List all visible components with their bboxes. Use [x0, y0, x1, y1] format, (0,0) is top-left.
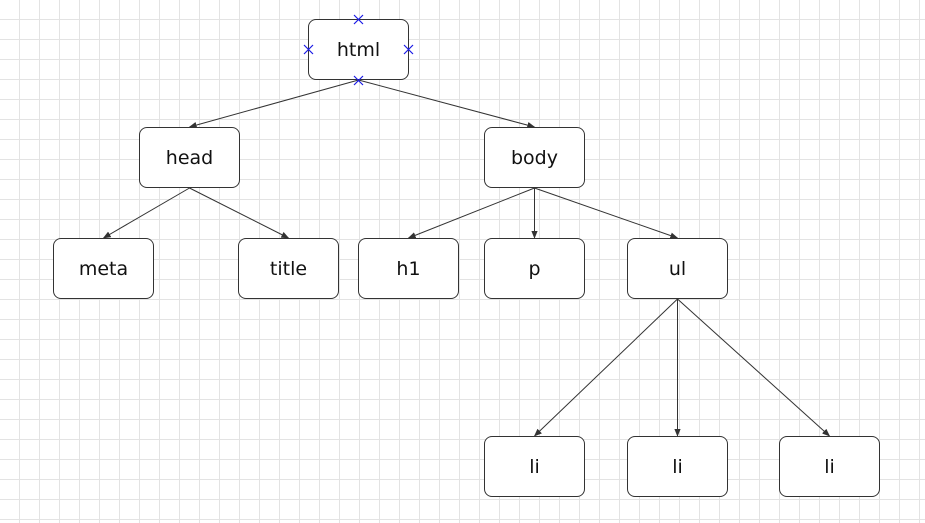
node-html[interactable]: html	[308, 19, 409, 80]
node-label: li	[672, 455, 683, 478]
node-label: body	[511, 146, 558, 169]
node-title[interactable]: title	[238, 238, 339, 299]
node-meta[interactable]: meta	[53, 238, 154, 299]
node-p[interactable]: p	[484, 238, 585, 299]
node-label: p	[528, 257, 541, 280]
node-label: h1	[396, 257, 421, 280]
node-head[interactable]: head	[139, 127, 240, 188]
connection-handle-left[interactable]	[303, 44, 314, 55]
connection-handle-bottom[interactable]	[353, 75, 364, 86]
node-label: li	[824, 455, 835, 478]
node-h1[interactable]: h1	[358, 238, 459, 299]
connection-handle-top[interactable]	[353, 14, 364, 25]
node-label: ul	[668, 257, 687, 280]
edge-ul-to-li3[interactable]	[677, 298, 831, 437]
edge-html-to-body[interactable]	[358, 79, 536, 129]
node-label: title	[269, 257, 308, 280]
edge-ul-to-li1[interactable]	[533, 298, 678, 437]
node-label: li	[529, 455, 540, 478]
edge-body-to-h1[interactable]	[407, 187, 535, 239]
edge-body-to-ul[interactable]	[534, 187, 679, 239]
node-body[interactable]: body	[484, 127, 585, 188]
node-li-3[interactable]: li	[779, 436, 880, 497]
edge-html-to-head[interactable]	[188, 79, 359, 129]
node-label: meta	[78, 257, 129, 280]
node-li-1[interactable]: li	[484, 436, 585, 497]
connection-handle-right[interactable]	[403, 44, 414, 55]
node-li-2[interactable]: li	[627, 436, 728, 497]
node-ul[interactable]: ul	[627, 238, 728, 299]
node-label: html	[336, 38, 381, 61]
node-label: head	[165, 146, 214, 169]
edge-head-to-title[interactable]	[189, 187, 290, 239]
edge-head-to-meta[interactable]	[102, 187, 190, 239]
